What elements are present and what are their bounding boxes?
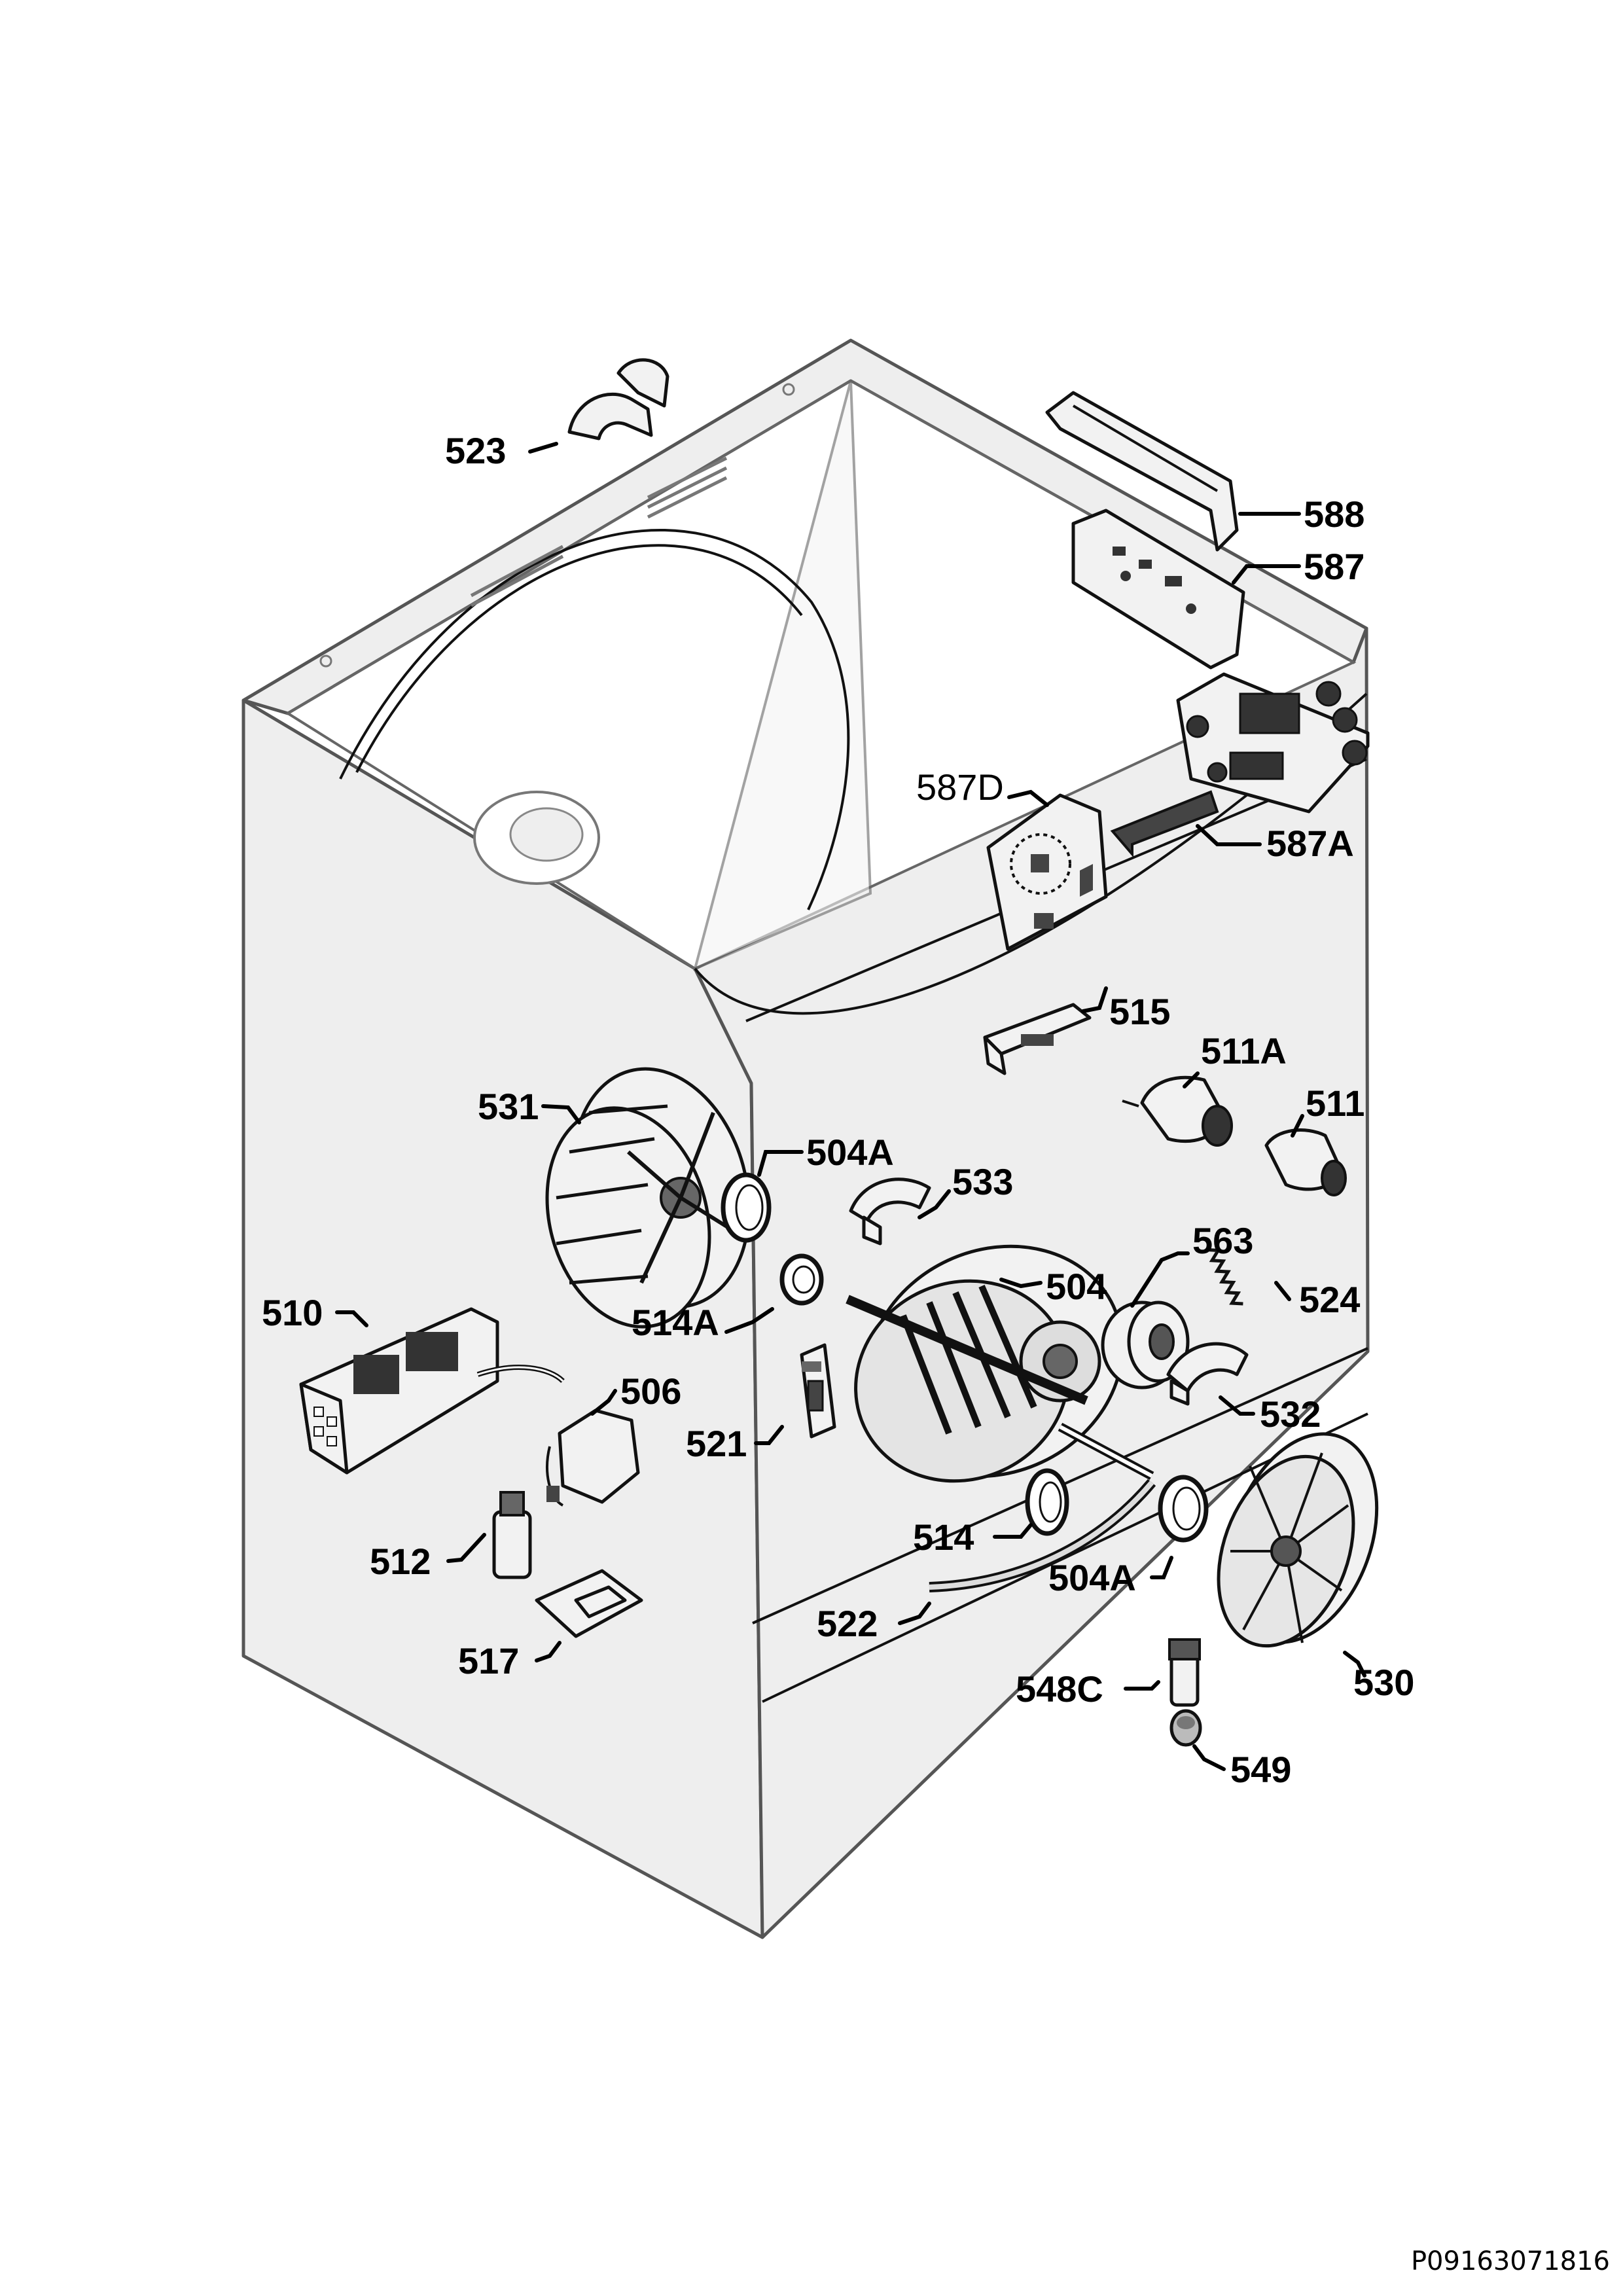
- label-548C: 548C: [1016, 1668, 1103, 1710]
- part-588-cover: [1045, 391, 1239, 552]
- part-517-bracket: [535, 1569, 643, 1638]
- label-504A-top: 504A: [806, 1132, 894, 1173]
- part-531-drum-wheel: [545, 1067, 751, 1329]
- label-504A-bottom: 504A: [1048, 1557, 1136, 1598]
- part-labels: 523 588 587 587D 587A 515 511A 511 531 5…: [262, 430, 1414, 1790]
- part-587-control-board: [1071, 509, 1245, 670]
- part-533-bracket: [849, 1177, 931, 1246]
- label-521: 521: [686, 1423, 747, 1464]
- part-563-pulley: [1101, 1300, 1190, 1390]
- label-549: 549: [1230, 1749, 1291, 1790]
- label-524: 524: [1299, 1279, 1360, 1320]
- label-514: 514: [913, 1516, 974, 1558]
- label-517: 517: [458, 1640, 519, 1681]
- label-587D: 587D: [916, 766, 1004, 808]
- label-510: 510: [262, 1292, 323, 1333]
- part-523-clip: [567, 358, 669, 440]
- leader-lines: [335, 442, 1366, 1771]
- part-511-capacitor: [1264, 1128, 1347, 1196]
- part-512-sensor: [492, 1491, 532, 1579]
- label-522: 522: [817, 1603, 878, 1644]
- part-514-ring: [1025, 1468, 1069, 1536]
- drawing-code: P09163071816: [1411, 2246, 1610, 2276]
- label-523: 523: [445, 430, 506, 471]
- part-532-bracket: [1166, 1342, 1249, 1406]
- label-530: 530: [1353, 1662, 1414, 1703]
- label-532: 532: [1260, 1393, 1321, 1435]
- label-533: 533: [952, 1161, 1013, 1202]
- part-504A-ring-bottom: [1158, 1475, 1209, 1543]
- label-587A: 587A: [1266, 823, 1354, 864]
- label-511A: 511A: [1201, 1030, 1287, 1071]
- label-587: 587: [1304, 546, 1364, 587]
- part-524-spring: [1207, 1248, 1243, 1306]
- label-506: 506: [620, 1371, 681, 1412]
- part-514A-ring: [779, 1253, 824, 1306]
- cabinet-housing: [241, 338, 1370, 1939]
- part-511A-capacitor: [1122, 1075, 1233, 1147]
- part-530-fan: [1217, 1432, 1379, 1648]
- part-521-switch: [800, 1343, 836, 1439]
- label-512: 512: [370, 1541, 431, 1582]
- label-563: 563: [1192, 1220, 1253, 1261]
- part-522-belt: [929, 1479, 1156, 1592]
- label-588: 588: [1304, 493, 1364, 535]
- label-514A: 514A: [632, 1302, 719, 1343]
- label-511: 511: [1306, 1083, 1364, 1124]
- part-548C-cartridge: [1168, 1638, 1201, 1707]
- part-510-heater-assembly: [299, 1307, 565, 1475]
- label-531: 531: [478, 1086, 539, 1127]
- part-504-motor: [846, 1244, 1154, 1483]
- part-506-filter: [546, 1408, 640, 1507]
- label-515: 515: [1109, 991, 1170, 1032]
- part-549-plug: [1169, 1709, 1202, 1747]
- part-587A-selector-module: [1110, 672, 1370, 858]
- label-504: 504: [1046, 1266, 1107, 1307]
- part-515-bracket: [983, 1003, 1092, 1075]
- part-504A-ring-top: [721, 1172, 772, 1243]
